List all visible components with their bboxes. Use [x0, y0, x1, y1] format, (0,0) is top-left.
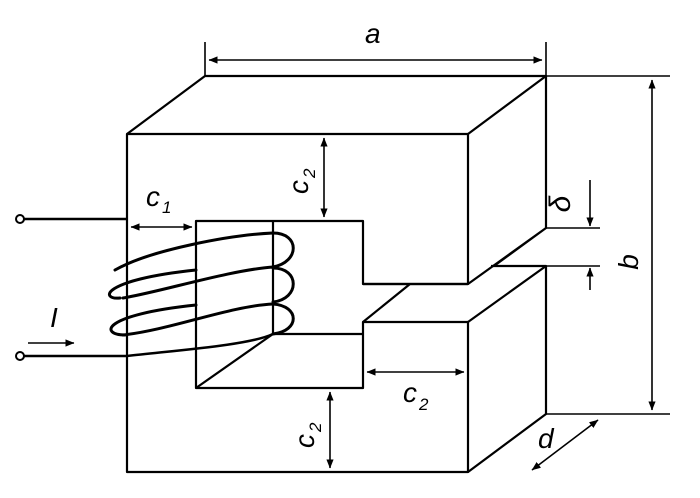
coil-back-turns	[107, 231, 295, 337]
terminal-upper	[15, 214, 25, 224]
core-top-face	[126, 74, 548, 135]
label-c2-right-subscript: 2	[418, 395, 429, 414]
label-c2-right: c 2	[403, 377, 429, 414]
label-b: b	[613, 254, 644, 270]
b-extension-lines	[546, 75, 670, 415]
lead-lower-coil	[126, 332, 274, 358]
label-c2-bottom-subscript: 2	[306, 422, 325, 433]
a-extension-lines	[204, 42, 547, 76]
label-c2-top-subscript: 2	[300, 168, 319, 179]
label-a: a	[365, 18, 381, 49]
label-delta: δ	[544, 195, 577, 212]
d-dimension-arrow	[531, 419, 599, 471]
coil-front-turns	[113, 231, 275, 337]
terminal-lower	[15, 351, 25, 361]
label-c2-right-base: c	[403, 377, 417, 408]
label-c2-top-base: c	[283, 180, 314, 194]
core-right-face-lower	[467, 264, 548, 473]
label-current: I	[50, 302, 58, 333]
label-c1-base: c	[146, 181, 160, 212]
label-c1: c 1	[146, 181, 171, 217]
label-c2-bottom: c 2	[289, 422, 325, 448]
label-c2-top: c 2	[283, 168, 319, 194]
label-c1-subscript: 1	[162, 198, 171, 217]
delta-extension-lines	[546, 227, 600, 267]
air-gap-faces	[362, 282, 468, 323]
label-c2-bottom-base: c	[289, 434, 320, 448]
label-d: d	[538, 423, 555, 454]
core-right-face-upper	[467, 76, 548, 285]
